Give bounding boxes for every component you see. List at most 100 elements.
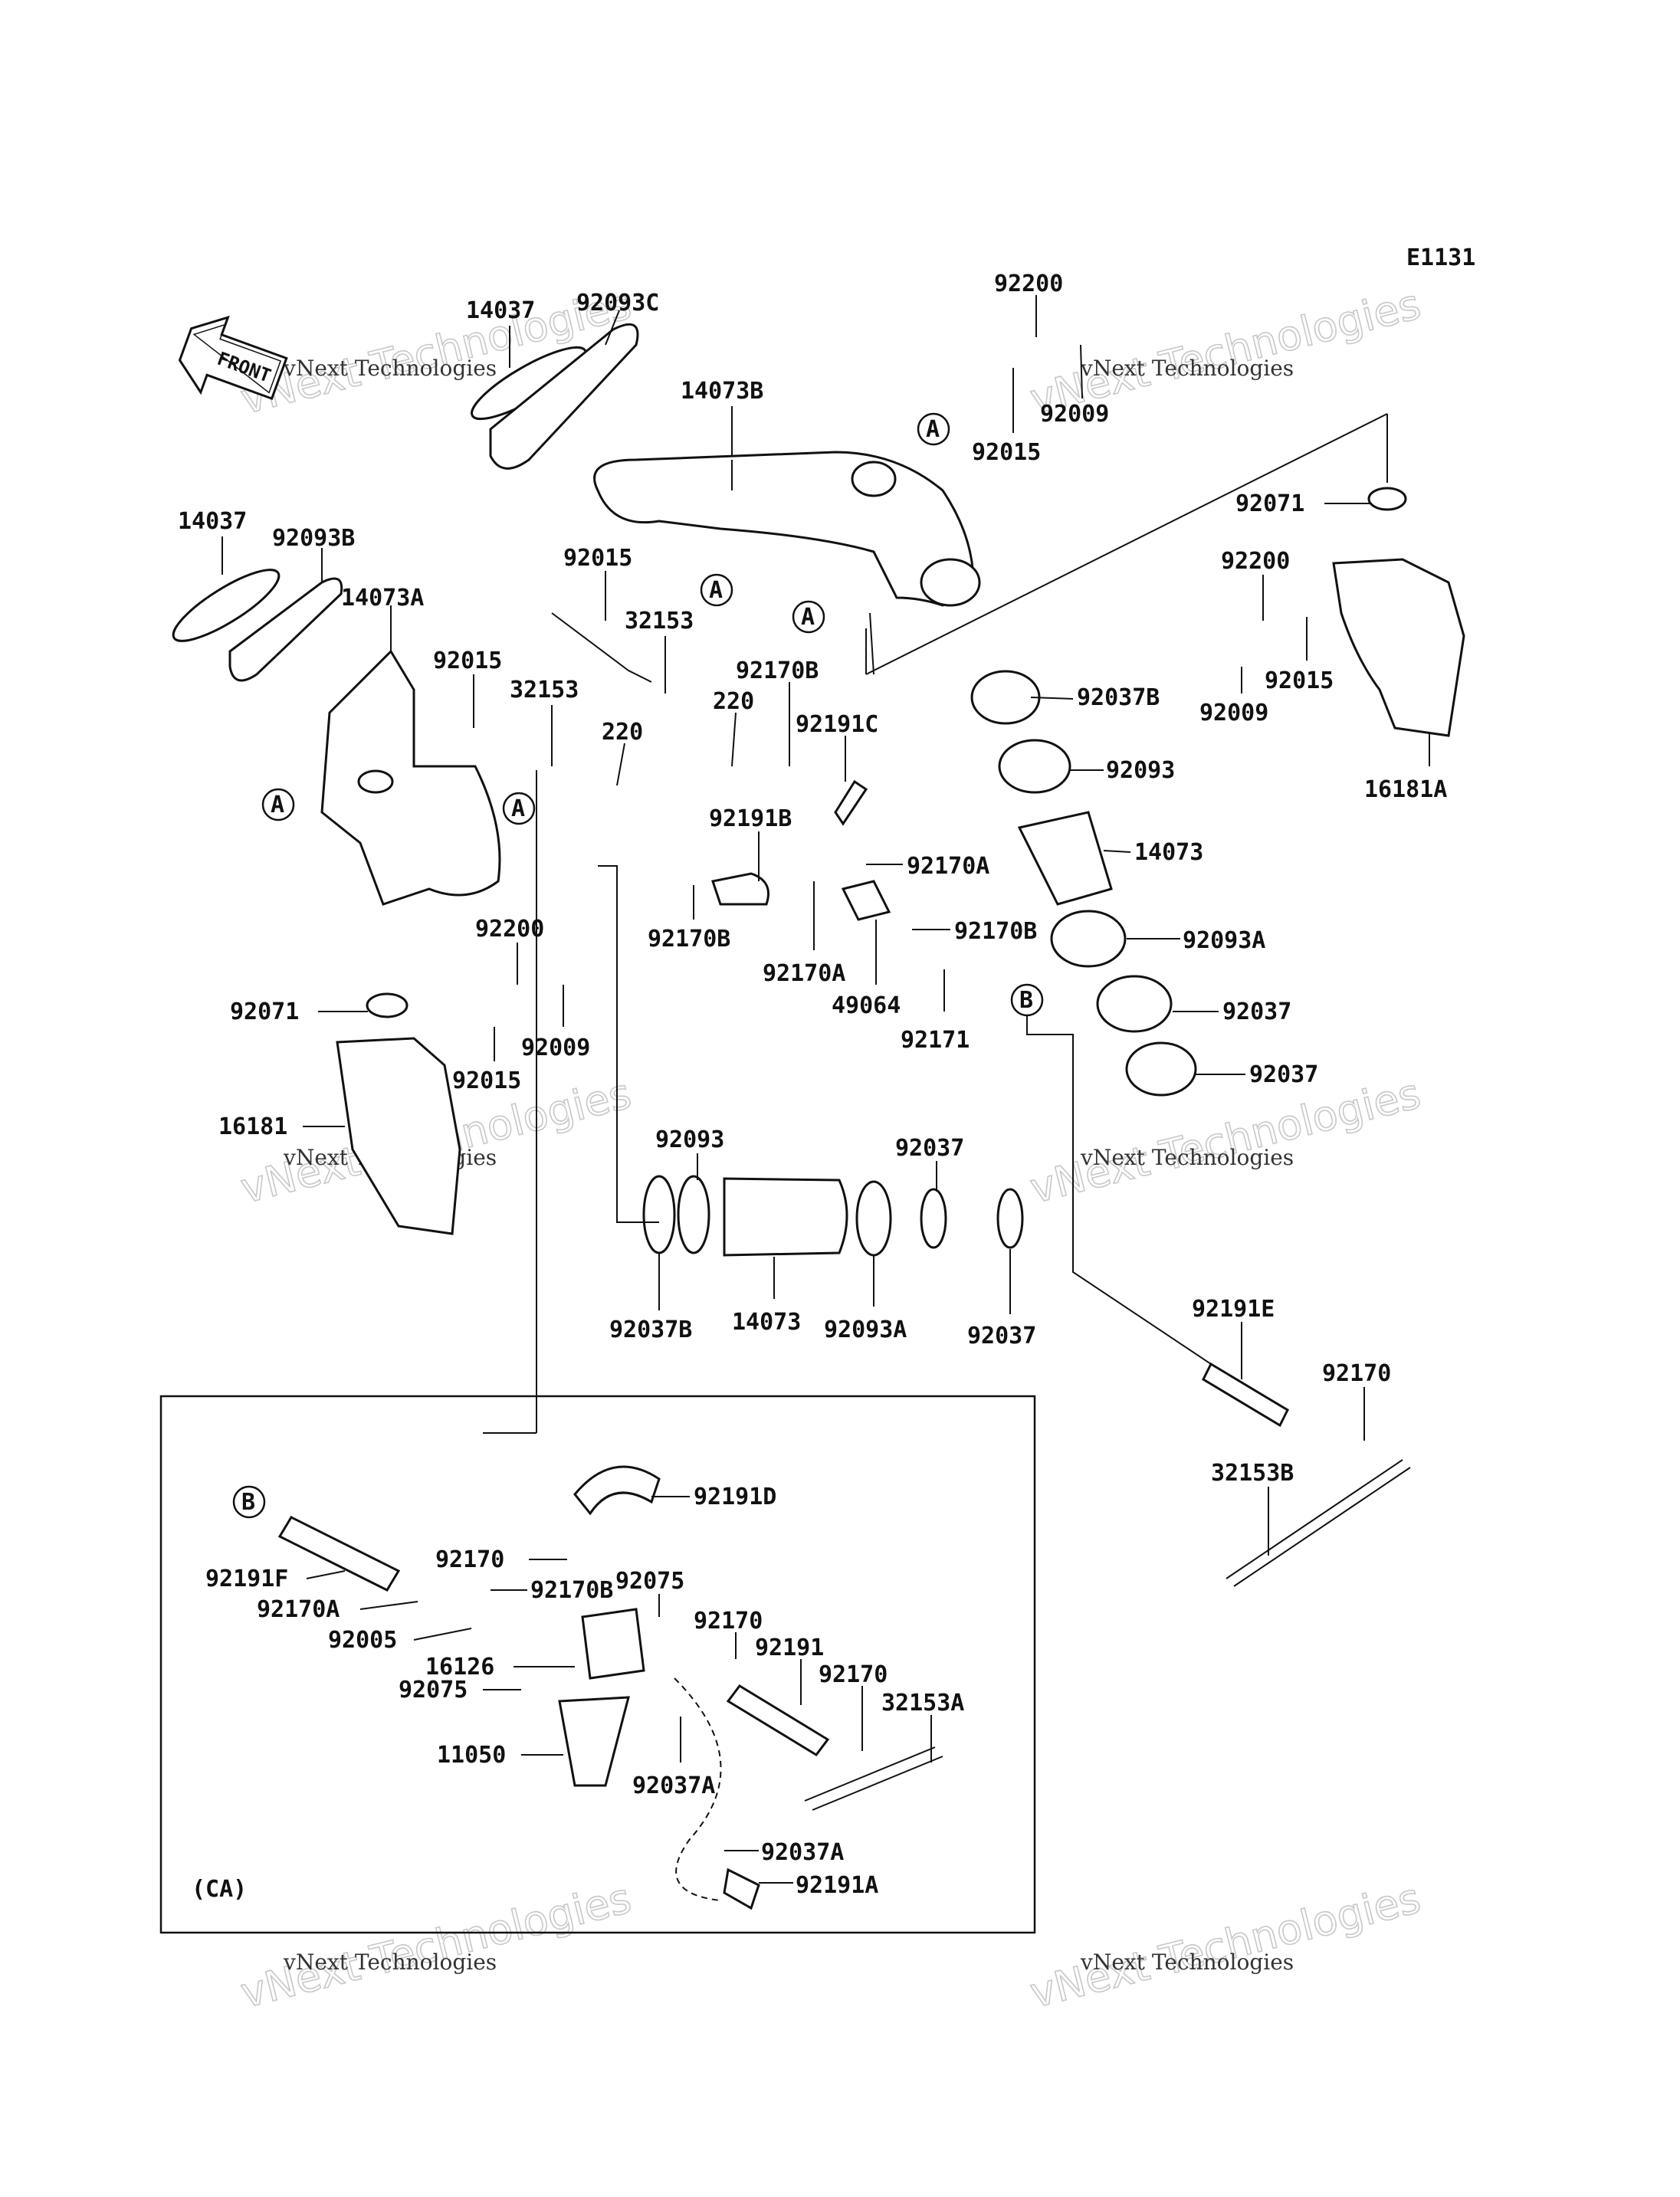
hose-92191e (1202, 1362, 1289, 1428)
part-label: 92015 (452, 1027, 521, 1094)
svg-text:92170A: 92170A (763, 960, 845, 987)
svg-text:B: B (241, 1489, 255, 1516)
svg-text:92170: 92170 (819, 1661, 888, 1688)
part-drawings (172, 323, 1465, 1587)
part-label: 92171 (901, 969, 970, 1054)
pipe-32153a (804, 1746, 943, 1811)
svg-text:92037B: 92037B (609, 1317, 692, 1343)
part-label: 92037A (632, 1717, 715, 1799)
seal-92093 (998, 739, 1071, 794)
part-label: 14073B (681, 378, 763, 456)
svg-text:14073B: 14073B (681, 378, 763, 405)
svg-text:92171: 92171 (901, 1027, 970, 1054)
part-label: 92191F (205, 1566, 346, 1592)
svg-text:92191D: 92191D (694, 1484, 776, 1510)
part-label: 92200 (994, 271, 1063, 337)
clamp-92037-mid (920, 1188, 947, 1249)
part-label: 92191A (759, 1872, 878, 1899)
svg-text:14073: 14073 (732, 1309, 801, 1336)
part-label: 92170 (694, 1608, 763, 1659)
part-label: 14037 (178, 508, 247, 575)
svg-text:92071: 92071 (1235, 490, 1304, 517)
svg-text:A: A (511, 795, 525, 822)
part-label: 92037B (1030, 684, 1160, 711)
part-label: 92170B (648, 885, 730, 953)
hose-92191d (573, 1465, 661, 1516)
part-label: 92170A (763, 881, 845, 987)
svg-text:32153A: 32153A (881, 1690, 964, 1717)
duct-hole (357, 769, 394, 794)
clamp-92037-mid2 (996, 1188, 1024, 1249)
svg-text:92093C: 92093C (576, 290, 659, 316)
watermark: vNext Technologies (1080, 1949, 1294, 1975)
svg-text:92170B: 92170B (736, 657, 819, 684)
part-label: 92009 (521, 985, 590, 1061)
svg-text:92200: 92200 (994, 271, 1063, 297)
grommet-92071 (1367, 487, 1407, 511)
part-label: 92093 (655, 1126, 724, 1180)
part-label: 92015 (433, 648, 502, 728)
watermark: vNext Technologies (283, 1949, 497, 1975)
part-label: 92075 (615, 1568, 684, 1617)
intake-duct-14073a (320, 649, 501, 906)
watermark: vNext Technologies (236, 1874, 636, 2017)
svg-text:92170A: 92170A (257, 1596, 340, 1623)
part-label: 92093A (1127, 927, 1265, 954)
clamp-92037b-mid (642, 1175, 676, 1254)
svg-text:92037: 92037 (1222, 998, 1291, 1025)
part-label: 92015 (1265, 617, 1334, 694)
part-label: 32153 (625, 608, 694, 694)
marker-b: B (232, 1485, 266, 1519)
hose-14073-mid (723, 1177, 848, 1257)
bracket-11050 (558, 1696, 630, 1787)
svg-text:92015: 92015 (1265, 667, 1334, 694)
svg-text:92009: 92009 (1199, 700, 1268, 726)
part-label: 92170B (491, 1577, 613, 1604)
ca-inset-box (159, 1395, 1036, 1934)
seal-92093b (228, 577, 343, 682)
part-label: 92191B (709, 805, 792, 881)
part-label: 14037 (466, 297, 535, 368)
routing-lines (483, 413, 1388, 1434)
svg-text:92005: 92005 (328, 1627, 397, 1654)
svg-text:92170B: 92170B (530, 1577, 613, 1604)
part-label: 11050 (437, 1742, 563, 1769)
svg-text:B: B (1019, 987, 1033, 1014)
svg-text:92170B: 92170B (648, 926, 730, 953)
part-label: 92093A (824, 1255, 907, 1343)
part-label: 92075 (399, 1677, 521, 1703)
part-label: 220 (713, 688, 754, 767)
hose-92191c (834, 779, 868, 826)
part-label: 92037A (724, 1839, 844, 1866)
svg-text:92200: 92200 (475, 916, 544, 943)
svg-text:92093: 92093 (1106, 757, 1175, 784)
part-label: 220 (602, 719, 643, 786)
svg-text:92015: 92015 (972, 439, 1041, 466)
seal-92093a-mid (855, 1180, 892, 1257)
part-label: 16126 (425, 1654, 575, 1681)
diagram-code: E1131 (1406, 244, 1475, 271)
part-label: 14073 (1103, 839, 1203, 866)
part-label: 92037B (609, 1253, 692, 1343)
marker-a: A (261, 788, 295, 821)
svg-text:92015: 92015 (433, 648, 502, 674)
svg-text:92191B: 92191B (709, 805, 792, 832)
part-label: 16181A (1364, 732, 1447, 803)
cock-16126 (581, 1608, 645, 1680)
tank-16181 (336, 1037, 461, 1235)
pipe-32153b (1226, 1459, 1411, 1587)
svg-text:16181A: 16181A (1364, 776, 1447, 803)
svg-text:92037: 92037 (895, 1135, 964, 1162)
part-label: 32153 (510, 677, 579, 766)
svg-text:92093: 92093 (655, 1126, 724, 1153)
part-label: 92191E (1192, 1296, 1275, 1379)
svg-text:92170: 92170 (435, 1546, 504, 1573)
part-label: 92170 (819, 1661, 888, 1751)
grommet-92071-left (366, 992, 409, 1018)
svg-text:A: A (271, 792, 284, 818)
svg-text:32153: 32153 (625, 608, 694, 635)
svg-text:92191E: 92191E (1192, 1296, 1275, 1323)
tank-16181a (1332, 558, 1465, 737)
svg-text:14037: 14037 (178, 508, 247, 535)
